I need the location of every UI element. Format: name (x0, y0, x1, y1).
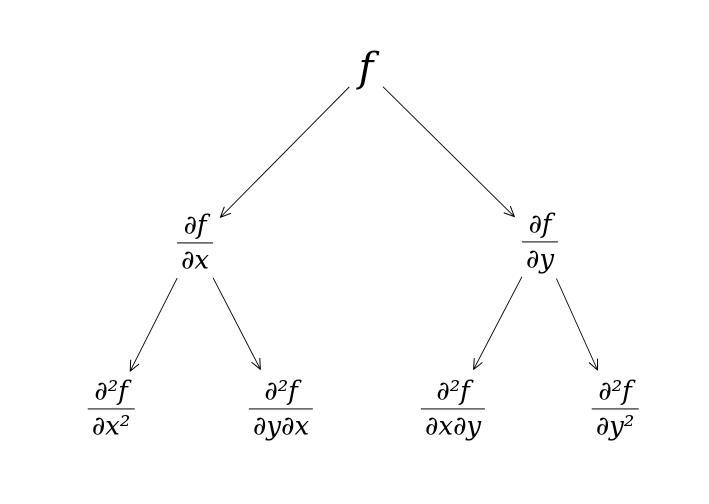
denominator: ∂x (176, 242, 214, 275)
numerator: ∂²f (598, 376, 632, 407)
node-d2f-dx2: ∂²f ∂x² (87, 376, 135, 441)
fraction-d2f-dxdy: ∂²f ∂x∂y (420, 376, 486, 441)
node-f: f (359, 48, 374, 92)
numerator: ∂²f (94, 376, 128, 407)
fraction-df-dy: ∂f ∂y (521, 209, 559, 274)
denominator: ∂x² (87, 408, 135, 441)
numerator: ∂²f (264, 376, 298, 407)
edge-df-dx-to-d2f-dx2 (129, 277, 178, 372)
denominator: ∂y∂x (248, 408, 314, 441)
node-d2f-dydx: ∂²f ∂y∂x (248, 376, 314, 441)
numerator: ∂f (528, 209, 552, 240)
numerator: ∂f (183, 210, 207, 241)
node-d2f-dy2: ∂²f ∂y² (591, 376, 639, 441)
fraction-df-dx: ∂f ∂x (176, 210, 214, 275)
node-df-dy: ∂f ∂y (521, 209, 559, 274)
edge-f-to-df-dy (382, 86, 515, 218)
denominator: ∂x∂y (420, 408, 486, 441)
fraction-d2f-dydx: ∂²f ∂y∂x (248, 376, 314, 441)
fraction-d2f-dx2: ∂²f ∂x² (87, 376, 135, 441)
denominator: ∂y (521, 241, 559, 274)
edge-df-dy-to-d2f-dxdy (473, 276, 523, 370)
node-d2f-dxdy: ∂²f ∂x∂y (420, 376, 486, 441)
node-f-label: f (358, 45, 374, 91)
denominator: ∂y² (591, 408, 639, 441)
numerator: ∂²f (436, 376, 470, 407)
edge-f-to-df-dx (219, 86, 350, 218)
fraction-d2f-dy2: ∂²f ∂y² (591, 376, 639, 441)
edge-df-dy-to-d2f-dy2 (555, 278, 599, 371)
node-df-dx: ∂f ∂x (176, 210, 214, 275)
edge-df-dx-to-d2f-dydx (212, 277, 261, 370)
